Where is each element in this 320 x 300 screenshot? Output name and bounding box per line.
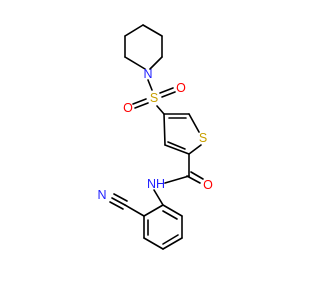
bonds: [109, 24, 204, 250]
atom-label-sulfonyl-o-left: O: [123, 101, 133, 115]
atom-label-piperidine-n: N: [143, 67, 152, 81]
bond: [109, 201, 124, 210]
bond: [186, 175, 201, 184]
bond: [188, 113, 200, 133]
bond: [143, 204, 164, 217]
bond: [163, 113, 166, 146]
bond: [161, 91, 176, 98]
bond: [142, 24, 163, 37]
bond: [164, 175, 190, 184]
bond: [162, 234, 179, 245]
bond: [167, 141, 186, 150]
atom-label-sulfonyl-s: S: [150, 91, 158, 105]
bond: [147, 79, 153, 91]
atom-label-carbonyl-o: O: [203, 178, 213, 192]
bond: [124, 56, 146, 70]
bond: [111, 197, 126, 206]
bond: [143, 237, 164, 250]
atom-labels: N S O O S O NH N: [97, 67, 213, 202]
bond: [149, 56, 163, 70]
bond: [124, 24, 144, 37]
bond: [132, 98, 147, 105]
bond: [124, 204, 145, 217]
atom-label-sulfonyl-o-right: O: [176, 81, 186, 95]
bond: [113, 193, 128, 202]
bond: [134, 102, 149, 109]
bond: [153, 189, 164, 206]
bond: [162, 210, 178, 220]
atom-label-nitrile-n: N: [97, 188, 106, 202]
bond: [164, 144, 190, 155]
atom-label-thiophene-s: S: [199, 131, 207, 145]
molecule-structure: N S O O S O NH N: [97, 24, 213, 250]
bond: [159, 87, 174, 94]
bond: [162, 204, 183, 217]
atom-label-amide-nh: NH: [147, 177, 165, 191]
bond: [190, 171, 204, 180]
bond: [188, 144, 202, 155]
bond: [156, 105, 165, 115]
bond: [162, 237, 183, 250]
